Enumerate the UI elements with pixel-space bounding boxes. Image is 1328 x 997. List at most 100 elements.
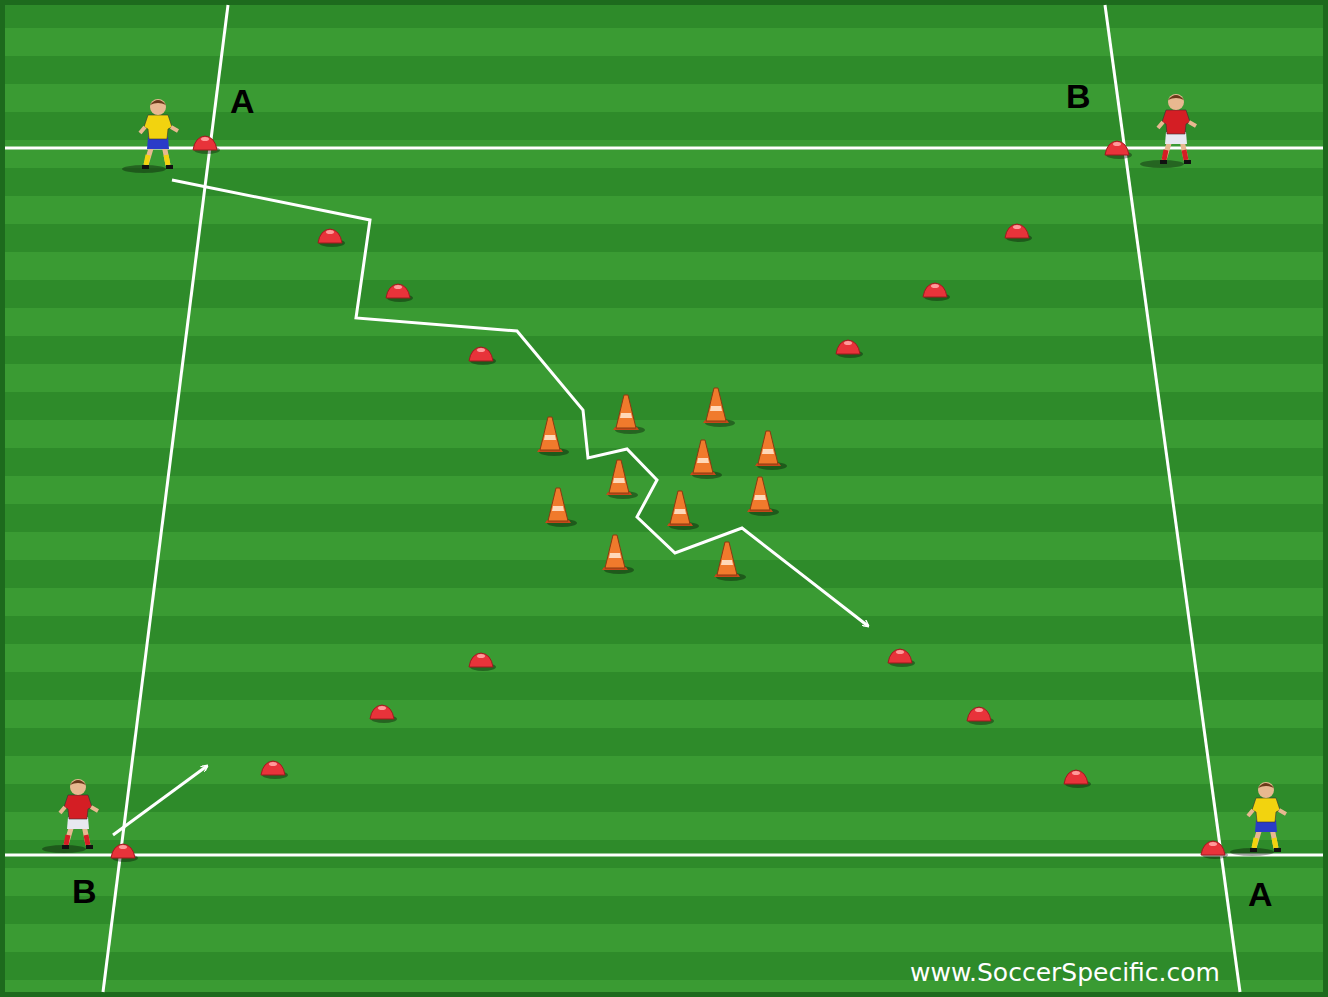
cone-top <box>1113 142 1121 146</box>
player-socks <box>1164 150 1186 160</box>
cone-body <box>888 649 912 663</box>
player-hair <box>1258 783 1274 788</box>
cone-body <box>540 417 560 450</box>
player-boots <box>142 165 173 169</box>
corner-letter: B <box>1066 79 1091 113</box>
tall-cone <box>606 460 638 499</box>
cone-stripe <box>762 449 774 454</box>
cone-top <box>1072 771 1080 775</box>
cone-group <box>111 136 1228 862</box>
disc-cone <box>193 136 220 154</box>
player-hair <box>1168 95 1184 100</box>
cone-stripe <box>613 478 625 483</box>
tall-cone <box>690 440 722 479</box>
cone-body <box>967 707 991 721</box>
disc-cone <box>370 705 397 723</box>
cone-body <box>1201 841 1225 855</box>
tall-cone <box>613 395 645 434</box>
tall-cone-group <box>537 388 787 581</box>
cone-top <box>119 845 127 849</box>
cone-body <box>318 229 342 243</box>
cone-body <box>1005 224 1029 238</box>
disc-cone <box>923 283 950 301</box>
cone-body <box>706 388 726 421</box>
disc-cone <box>1005 224 1032 242</box>
cone-body <box>693 440 713 473</box>
player-figure <box>42 779 98 853</box>
cone-top <box>477 348 485 352</box>
disc-cone <box>836 340 863 358</box>
cone-body <box>370 705 394 719</box>
player-shirt <box>1252 798 1280 822</box>
player-arms <box>60 807 98 813</box>
cone-top <box>326 230 334 234</box>
cone-top <box>477 654 485 658</box>
disc-cone <box>386 284 413 302</box>
pitch-lines <box>5 5 1323 992</box>
cone-top <box>1209 842 1217 846</box>
tall-cone <box>667 491 699 530</box>
cone-stripe <box>710 406 722 411</box>
disc-cone <box>1201 841 1228 859</box>
cone-body <box>1064 770 1088 784</box>
player-socks <box>1254 838 1276 848</box>
disc-cone <box>469 653 496 671</box>
corner-letter: A <box>230 84 255 118</box>
player-boots <box>1160 160 1191 164</box>
tall-cone <box>755 431 787 470</box>
player-socks <box>66 835 88 845</box>
cone-top <box>394 285 402 289</box>
player-arms <box>140 127 178 133</box>
watermark: www.SoccerSpecific.com <box>910 960 1220 985</box>
player-head <box>150 99 166 115</box>
cone-stripe <box>620 413 632 418</box>
disc-cone <box>1064 770 1091 788</box>
cone-top <box>201 137 209 141</box>
player-head <box>70 779 86 795</box>
player-boots <box>62 845 93 849</box>
cone-body <box>670 491 690 524</box>
cone-body <box>717 542 737 575</box>
disc-cone <box>111 844 138 862</box>
cone-body <box>548 488 568 521</box>
disc-cone <box>967 707 994 725</box>
cone-top <box>975 708 983 712</box>
player-boots <box>1250 848 1281 852</box>
cone-body <box>386 284 410 298</box>
cone-body <box>1105 141 1129 155</box>
player-shirt <box>144 115 172 139</box>
player-socks <box>146 155 168 165</box>
player-arms <box>1248 810 1286 816</box>
cone-body <box>609 460 629 493</box>
tall-cone <box>545 488 577 527</box>
cone-body <box>750 477 770 510</box>
run-arrow <box>113 766 207 835</box>
corner-letter: B <box>72 874 97 908</box>
cone-stripe <box>544 435 556 440</box>
pitch-line <box>103 5 228 992</box>
cone-top <box>896 650 904 654</box>
cone-top <box>931 284 939 288</box>
cone-body <box>923 283 947 297</box>
tall-cone <box>537 417 569 456</box>
dribble-path <box>172 180 868 626</box>
player-group <box>42 94 1286 856</box>
cone-top <box>1013 225 1021 229</box>
player-figure <box>1230 782 1286 856</box>
cone-body <box>111 844 135 858</box>
player-head <box>1168 94 1184 110</box>
cone-body <box>605 535 625 568</box>
tall-cone <box>747 477 779 516</box>
cone-stripe <box>674 509 686 514</box>
corner-letter: A <box>1248 877 1273 911</box>
cone-top <box>269 762 277 766</box>
cone-stripe <box>609 553 621 558</box>
cone-body <box>193 136 217 150</box>
tall-cone <box>602 535 634 574</box>
cone-body <box>469 347 493 361</box>
cone-body <box>261 761 285 775</box>
tall-cone <box>714 542 746 581</box>
